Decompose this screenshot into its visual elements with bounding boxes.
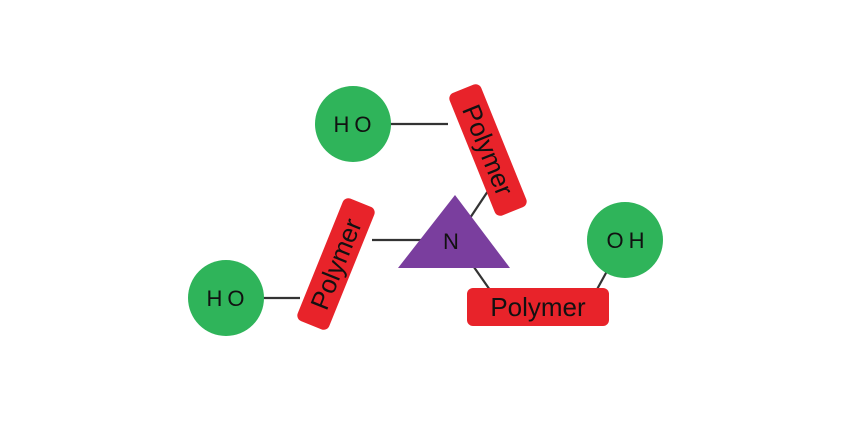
end-group-top-label: HO (334, 112, 377, 137)
polymer-block-left-label: Polymer (304, 214, 368, 314)
polymer-block-left-bg (297, 198, 375, 330)
polymer-block-right: Polymer (467, 288, 609, 326)
end-group-left-label: HO (207, 286, 250, 311)
polymer-block-top-bg (449, 84, 527, 216)
polymer-block-top-label: Polymer (456, 100, 520, 200)
core-triangle (398, 195, 510, 268)
polymer-block-right-label: Polymer (490, 292, 586, 322)
end-group-right-label: OH (607, 228, 650, 253)
polymer-block-top: Polymer (449, 84, 527, 216)
end-group-left: HO (188, 260, 264, 336)
polymer-block-right-bg (467, 288, 609, 326)
amine-core: N (398, 195, 510, 268)
end-group-top-circle (315, 86, 391, 162)
end-group-right: OH (587, 202, 663, 278)
nitrogen-label: N (443, 229, 459, 254)
end-group-top: HO (315, 86, 391, 162)
end-group-left-circle (188, 260, 264, 336)
end-group-right-circle (587, 202, 663, 278)
bonds (248, 122, 613, 300)
polymer-block-left: Polymer (297, 198, 375, 330)
